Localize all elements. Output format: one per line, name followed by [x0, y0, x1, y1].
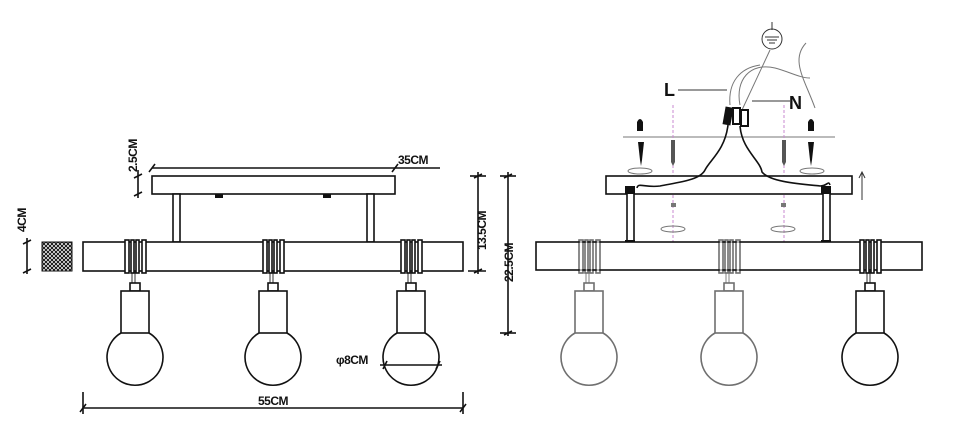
post-left [172, 193, 181, 243]
dim-total-height: 22.5CM [502, 242, 516, 282]
post-right [366, 193, 375, 243]
canopy-install [605, 175, 853, 195]
dim-bulb-diameter: φ8CM [336, 353, 368, 367]
dim-canopy-to-bar: 13.5CM [475, 210, 489, 250]
canopy [151, 175, 396, 195]
dim-canopy-width: 35CM [398, 153, 429, 167]
screw-icon [638, 140, 814, 166]
dimensioned-view: 35CM 2.5CM 4CM 13.5CM 22.5CM φ8CM 55CM [15, 139, 516, 414]
dim-bar-length: 55CM [258, 394, 289, 408]
light-bar [82, 241, 464, 272]
rotate-arrow-icon [627, 167, 825, 233]
bar-section-hatched [41, 241, 73, 272]
dim-canopy-height: 2.5CM [126, 139, 140, 172]
wall-plug-icon [637, 119, 814, 131]
neutral-wire-label: N [789, 93, 802, 113]
ground-symbol-icon [761, 22, 783, 50]
live-wire-label: L [664, 80, 675, 100]
installation-view: L N [535, 22, 923, 387]
dim-bar-section: 4CM [15, 208, 29, 232]
wire-connector-block [722, 106, 749, 127]
